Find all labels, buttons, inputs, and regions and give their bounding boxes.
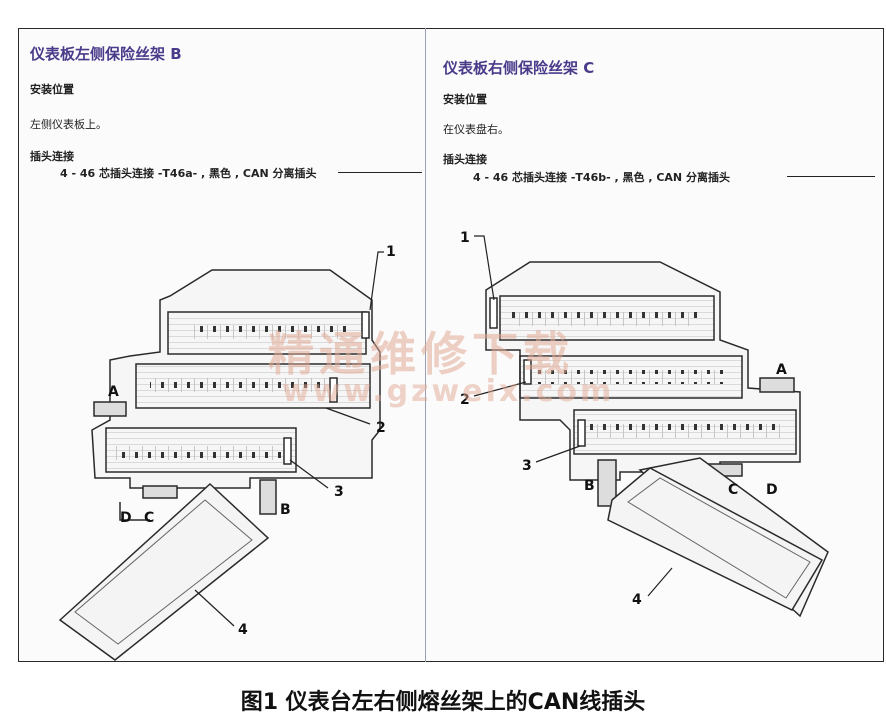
right-callouts: 1 2 3 4 A B C D: [460, 230, 787, 608]
left-callout-d: D: [120, 510, 132, 526]
left-leader-lines: [194, 251, 384, 627]
left-panel-title: 仪表板左侧保险丝架 B: [30, 45, 182, 63]
left-callout-a: A: [108, 384, 119, 400]
right-callout-c: C: [728, 482, 738, 498]
right-callout-1: 1: [460, 230, 470, 246]
right-connector-heading: 插头连接: [443, 153, 487, 166]
left-callout-c: C: [144, 510, 154, 526]
right-connector-item: 4 - 46 芯插头连接 -T46b- , 黑色 , CAN 分离插头: [473, 171, 730, 184]
right-callout-3: 3: [522, 458, 532, 474]
left-callout-1: 1: [386, 244, 396, 260]
watermark-url: www.gzweix.com: [282, 374, 615, 409]
panel-divider: [425, 28, 426, 662]
watermark-text: 精通维修下载: [268, 327, 574, 381]
right-fuse-box: [485, 261, 829, 618]
left-callout-4: 4: [238, 622, 248, 638]
left-callout-2: 2: [376, 420, 386, 436]
right-callout-4: 4: [632, 592, 642, 608]
right-callout-d: D: [766, 482, 778, 498]
right-callout-2: 2: [460, 392, 470, 408]
left-callout-3: 3: [334, 484, 344, 500]
left-callout-b: B: [280, 502, 291, 518]
left-location-text: 左侧仪表板上。: [30, 118, 107, 131]
right-location-text: 在仪表盘右。: [443, 123, 509, 136]
right-panel-title: 仪表板右侧保险丝架 C: [443, 59, 595, 77]
right-connector-leader: [787, 176, 875, 178]
left-connector-leader: [338, 172, 422, 174]
left-location-heading: 安装位置: [30, 83, 74, 96]
left-connector-heading: 插头连接: [30, 150, 74, 163]
right-leader-lines: [473, 235, 673, 597]
right-callout-a: A: [776, 362, 787, 378]
left-callouts: 1 2 3 4 A B C D: [108, 244, 396, 638]
right-location-heading: 安装位置: [443, 93, 487, 106]
figure-caption: 图1 仪表台左右侧熔丝架上的CAN线插头: [240, 690, 646, 715]
left-fuse-box: [58, 269, 381, 661]
left-connector-item: 4 - 46 芯插头连接 -T46a- , 黑色 , CAN 分离插头: [60, 167, 317, 180]
right-callout-b: B: [584, 478, 595, 494]
